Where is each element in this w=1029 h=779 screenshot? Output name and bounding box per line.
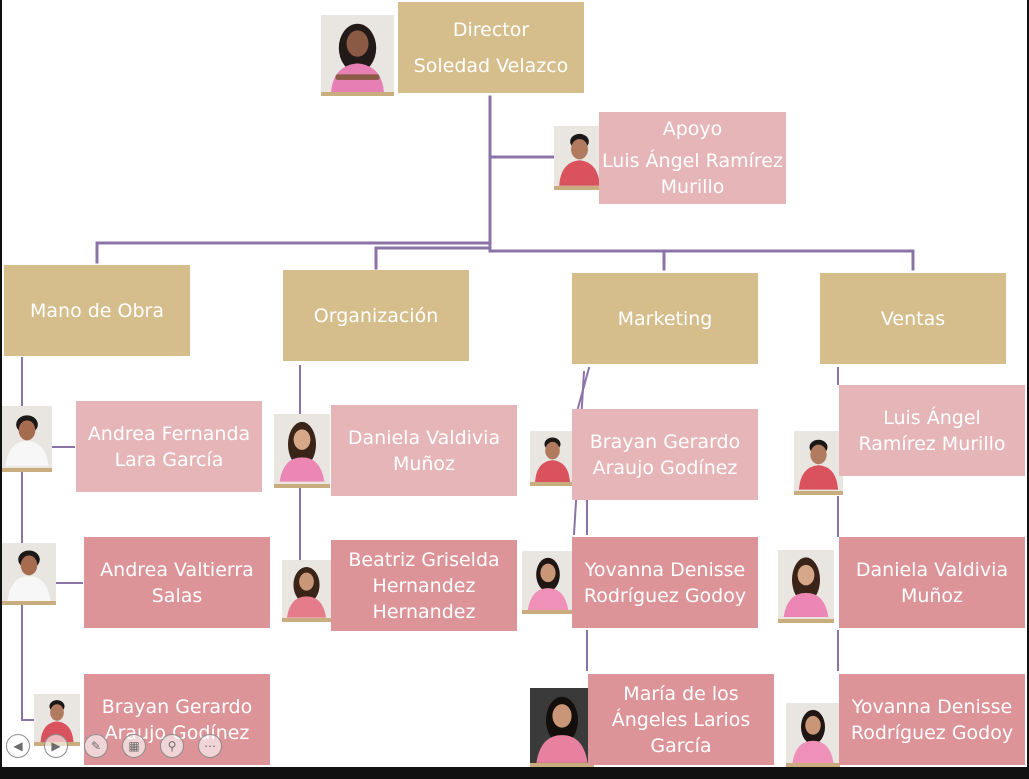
bus-organizacion <box>374 246 492 270</box>
member-photo <box>282 560 331 622</box>
frame-bottom-bar <box>0 767 1029 779</box>
member-name: Luis Ángel Ramírez Murillo <box>858 406 1006 455</box>
member-box: Yovanna Denisse Rodríguez Godoy <box>839 674 1025 765</box>
department-marketing-label: Marketing <box>617 307 713 330</box>
member-photo <box>2 406 52 472</box>
slides-icon[interactable]: ▦ <box>122 734 146 758</box>
member-box: María de los Ángeles Larios García <box>588 674 774 765</box>
department-marketing: Marketing <box>572 273 758 364</box>
director-role: Director <box>452 18 530 41</box>
pen-icon[interactable]: ✎ <box>84 734 108 758</box>
zoom-icon[interactable]: ⚲ <box>160 734 184 758</box>
member-name: Daniela Valdivia Muñoz <box>347 426 501 475</box>
member-box: Luis Ángel Ramírez Murillo <box>839 385 1025 476</box>
previous-icon[interactable]: ◀ <box>6 734 30 758</box>
member-photo <box>2 543 56 605</box>
department-ventas-label: Ventas <box>880 307 946 330</box>
frame-right-edge <box>1027 0 1029 779</box>
frame-left-edge <box>0 0 2 779</box>
member-box: Brayan Gerardo Araujo Godínez <box>572 409 758 500</box>
member-name: Yovanna Denisse Rodríguez Godoy <box>850 695 1014 744</box>
member-photo <box>274 414 330 488</box>
support-name: Luis Ángel Ramírez Murillo <box>602 150 783 198</box>
department-mano-de-obra-label: Mano de Obra <box>29 299 164 322</box>
member-photo <box>778 550 834 623</box>
member-name: Daniela Valdivia Muñoz <box>855 558 1009 607</box>
member-name: María de los Ángeles Larios García <box>611 682 751 757</box>
member-box: Daniela Valdivia Muñoz <box>331 405 517 496</box>
department-organizacion: Organización <box>283 270 469 361</box>
member-box: Daniela Valdivia Muñoz <box>839 537 1025 628</box>
more-icon[interactable]: ⋯ <box>198 734 222 758</box>
department-ventas: Ventas <box>820 273 1006 364</box>
member-photo <box>530 431 575 486</box>
member-box: Beatriz Griselda Hernandez Hernandez <box>331 540 517 631</box>
director-box: Director Soledad Velazco <box>398 2 584 93</box>
director-photo <box>321 15 394 96</box>
member-photo <box>786 703 840 767</box>
member-name: Andrea Valtierra Salas <box>100 558 254 607</box>
member-name: Yovanna Denisse Rodríguez Godoy <box>583 558 747 607</box>
department-mano-de-obra: Mano de Obra <box>4 265 190 356</box>
mano-de-obra-spine <box>21 357 37 721</box>
next-icon[interactable]: ▶ <box>44 734 68 758</box>
member-photo <box>794 431 843 495</box>
support-photo <box>554 126 605 190</box>
support-role: Apoyo <box>662 118 723 140</box>
member-box: Yovanna Denisse Rodríguez Godoy <box>572 537 758 628</box>
bus-right <box>488 246 915 271</box>
member-photo <box>530 688 594 767</box>
support-box: Apoyo Luis Ángel Ramírez Murillo <box>599 112 786 204</box>
member-name: Brayan Gerardo Araujo Godínez <box>589 430 741 479</box>
department-organizacion-label: Organización <box>313 304 439 327</box>
member-box: Andrea Valtierra Salas <box>84 537 270 628</box>
member-box: Andrea Fernanda Lara García <box>76 401 262 492</box>
director-name: Soledad Velazco <box>413 54 569 77</box>
member-name: Beatriz Griselda Hernandez Hernandez <box>348 548 500 623</box>
member-photo <box>522 551 574 614</box>
bus-left <box>95 241 492 264</box>
member-name: Andrea Fernanda Lara García <box>87 422 251 471</box>
